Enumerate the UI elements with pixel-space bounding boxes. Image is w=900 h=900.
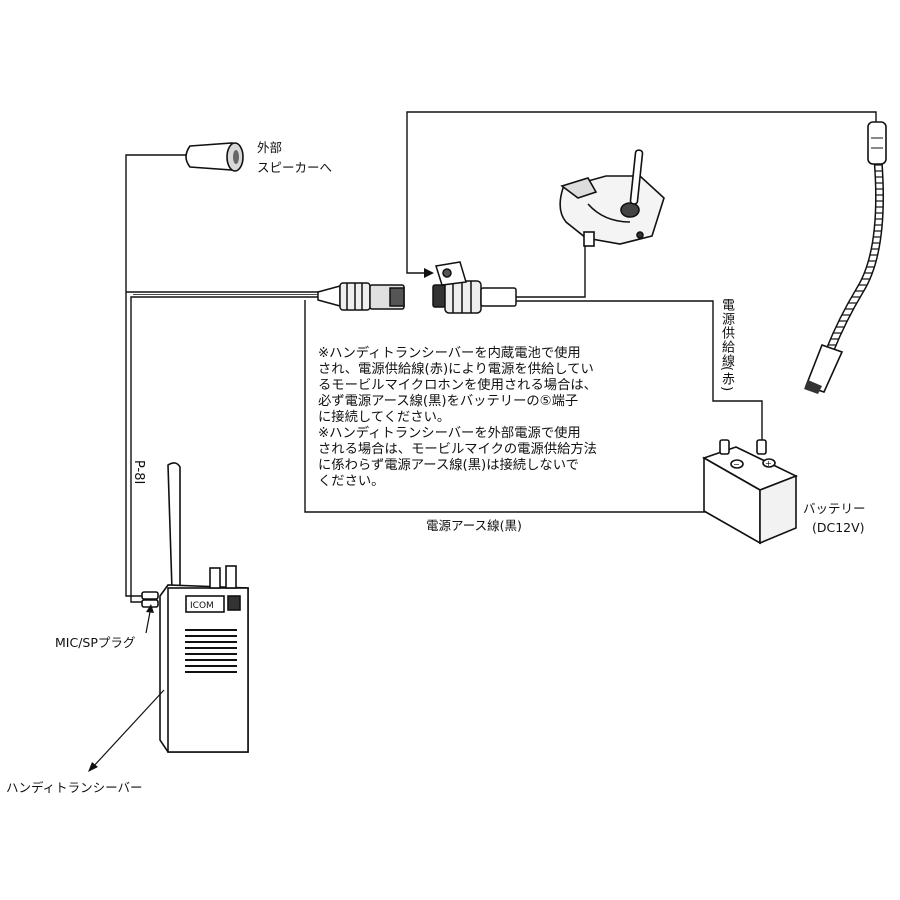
- note-line: ※ハンディトランシーバーを内蔵電池で使用: [318, 346, 581, 361]
- battery-label: バッテリー: [803, 501, 866, 516]
- transceiver-pointer-arrow: [88, 689, 165, 772]
- gooseneck-microphone: [804, 121, 887, 394]
- note-line: ※ハンディトランシーバーを外部電源で使用: [318, 426, 581, 441]
- caution-note: ※ハンディトランシーバーを内蔵電池で使用 され、電源供給線(赤)により電源を供給…: [318, 346, 648, 490]
- svg-text:+: +: [765, 459, 772, 468]
- battery-box: − +: [702, 439, 799, 545]
- note-line: される場合は、モービルマイクの電源供給方法: [318, 442, 597, 457]
- external-speaker-label-line2: スピーカーへ: [257, 160, 333, 175]
- note-line: 必ず電源アース線(黒)をバッテリーの⑤端子: [318, 394, 579, 409]
- svg-text:ICOM: ICOM: [190, 601, 214, 611]
- speaker-wire: [125, 154, 188, 597]
- power-supply-wire-line: [516, 300, 763, 441]
- note-line: るモービルマイクロホンを使用される場合は、: [318, 378, 597, 393]
- cable-connector-right: [432, 261, 517, 314]
- handy-transceiver-label: ハンディトランシーバー: [6, 780, 143, 795]
- note-line: に係わらず電源アース線(黒)は接続しないで: [318, 458, 579, 473]
- power-supply-wire-color-label: (赤): [719, 366, 734, 393]
- cable-model-label-wrap: P-8I: [128, 460, 146, 510]
- note-line: ください。: [318, 474, 385, 489]
- cable-model-label: P-8I: [131, 460, 146, 485]
- power-supply-wire-label: 電源供給線: [719, 298, 734, 368]
- note-line: され、電源供給線(赤)により電源を供給してい: [318, 362, 594, 377]
- svg-text:−: −: [733, 460, 740, 469]
- mic-sp-plug-label: MIC/SPプラグ: [55, 635, 136, 650]
- power-earth-wire-label: 電源アース線(黒): [426, 518, 522, 533]
- note-line: に接続してください。: [318, 410, 451, 425]
- external-speaker-plug: [185, 142, 244, 172]
- main-cable: [130, 296, 335, 603]
- battery-voltage-label: (DC12V): [812, 520, 865, 535]
- cable-connector-left: [317, 282, 405, 311]
- control-box-cable: [516, 245, 586, 298]
- mic-loop-wire: [406, 111, 877, 274]
- control-box: [559, 149, 665, 247]
- plug-pointer-arrow: [145, 604, 154, 634]
- external-speaker-label-line1: 外部: [257, 140, 283, 155]
- handy-transceiver-device: ICOM: [141, 462, 249, 753]
